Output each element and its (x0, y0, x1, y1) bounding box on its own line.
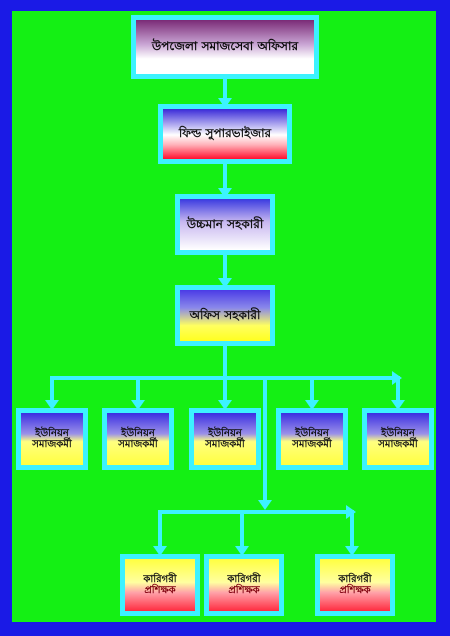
technical-label: কারিগরী (143, 573, 177, 585)
upper-division-assistant-box: উচ্চমান সহকারী (175, 194, 275, 255)
office-assistant-box: অফিস সহকারী (175, 285, 275, 346)
upazila-officer-label: উপজেলা সমাজসেবা অফিসার (151, 39, 299, 54)
technical-label: কারিগরী (227, 573, 261, 585)
union-worker-box: ইউনিয়ন সমাজকর্মী (16, 408, 88, 470)
social-worker-label: সমাজকর্মী (292, 439, 332, 450)
social-worker-label: সমাজকর্মী (378, 439, 418, 450)
union-worker-box: ইউনিয়ন সমাজকর্মী (102, 408, 174, 470)
union-worker-box: ইউনিয়ন সমাজকর্মী (362, 408, 434, 470)
union-label: ইউনিয়ন (35, 427, 69, 439)
union-label: ইউনিয়ন (208, 427, 242, 439)
social-worker-label: সমাজকর্মী (118, 439, 158, 450)
technical-label: কারিগরী (338, 573, 372, 585)
trainer-label: প্রশিক্ষক (144, 585, 176, 596)
union-worker-box: ইউনিয়ন সমাজকর্মী (189, 408, 261, 470)
social-worker-label: সমাজকর্মী (32, 439, 72, 450)
upper-division-assistant-label: উচ্চমান সহকারী (186, 216, 264, 231)
trainer-label: প্রশিক্ষক (339, 585, 371, 596)
technical-trainer-box: কারিগরী প্রশিক্ষক (204, 554, 284, 616)
union-label: ইউনিয়ন (295, 427, 329, 439)
upazila-officer-box: উপজেলা সমাজসেবা অফিসার (131, 15, 319, 79)
office-assistant-label: অফিস সহকারী (189, 307, 261, 322)
technical-trainer-box: কারিগরী প্রশিক্ষক (120, 554, 200, 616)
trainer-label: প্রশিক্ষক (228, 585, 260, 596)
union-worker-box: ইউনিয়ন সমাজকর্মী (276, 408, 348, 470)
union-label: ইউনিয়ন (381, 427, 415, 439)
field-supervisor-box: ফিল্ড সুপারভাইজার (158, 104, 292, 164)
technical-trainer-box: কারিগরী প্রশিক্ষক (315, 554, 395, 616)
field-supervisor-label: ফিল্ড সুপারভাইজার (178, 126, 272, 141)
social-worker-label: সমাজকর্মী (205, 439, 245, 450)
union-label: ইউনিয়ন (121, 427, 155, 439)
